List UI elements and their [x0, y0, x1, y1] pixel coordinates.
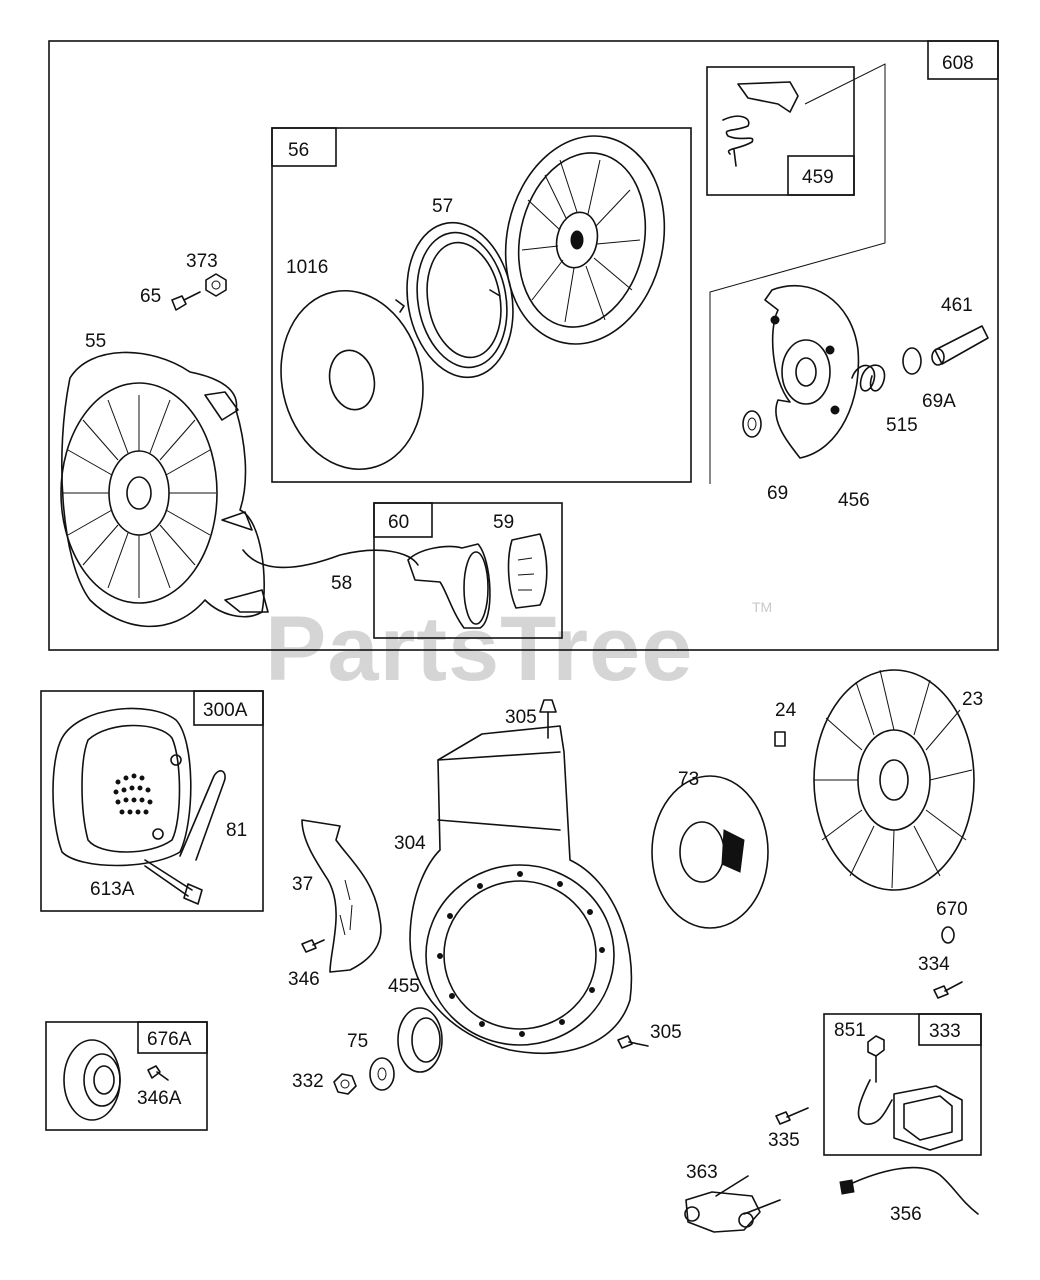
callout-346[interactable]: 346	[288, 969, 320, 990]
group-label-60[interactable]: 60	[388, 512, 409, 533]
part-335-screw	[775, 1107, 809, 1125]
part-346-screw	[301, 939, 325, 953]
callout-24[interactable]: 24	[775, 700, 797, 721]
part-363-switch-bracket	[684, 1175, 781, 1233]
part-613A-bolt	[144, 859, 203, 905]
part-60-starter-handle	[407, 543, 491, 629]
callout-57[interactable]: 57	[432, 196, 453, 217]
part-456-ratchet	[764, 284, 860, 459]
callout-613A[interactable]: 613A	[90, 879, 135, 900]
part-24-key	[774, 731, 786, 747]
part-58-starter-rope	[242, 549, 419, 569]
part-670-washer	[941, 926, 955, 944]
part-356-ground-wire	[839, 1166, 979, 1215]
callout-labels: 373 65 55 1016 57 461 69A 515 69 456 58 …	[85, 196, 983, 1225]
callout-69[interactable]: 69	[767, 483, 788, 504]
part-459-pawl-spring	[722, 81, 799, 167]
callout-670[interactable]: 670	[936, 899, 968, 920]
part-305-screw-lower	[617, 1035, 649, 1049]
callout-334[interactable]: 334	[918, 954, 950, 975]
group-box-56: 56	[271, 127, 692, 483]
callout-515[interactable]: 515	[886, 415, 918, 436]
part-pulley	[504, 135, 666, 345]
part-23-flywheel	[813, 669, 975, 891]
callout-1016[interactable]: 1016	[286, 257, 328, 278]
callout-455[interactable]: 455	[388, 976, 420, 997]
explode-lines	[709, 63, 886, 484]
callout-332[interactable]: 332	[292, 1071, 324, 1092]
part-37-air-guide	[301, 819, 382, 973]
callout-23[interactable]: 23	[962, 689, 983, 710]
group-label-300A[interactable]: 300A	[203, 700, 248, 721]
callout-55[interactable]: 55	[85, 331, 106, 352]
group-box-676A: 676A	[45, 1021, 208, 1131]
part-1016-washer-plate	[280, 289, 424, 471]
callout-58[interactable]: 58	[331, 573, 352, 594]
part-332-nut	[333, 1073, 357, 1095]
callout-75[interactable]: 75	[347, 1031, 368, 1052]
watermark: PartsTree	[265, 598, 693, 700]
callout-373[interactable]: 373	[186, 251, 218, 272]
group-label-608[interactable]: 608	[942, 53, 974, 74]
part-59-handle-insert	[507, 533, 548, 609]
callout-335[interactable]: 335	[768, 1130, 800, 1151]
callout-73[interactable]: 73	[678, 769, 699, 790]
part-346A-screw	[147, 1065, 169, 1081]
part-333-armature	[857, 1079, 963, 1151]
callout-305-top[interactable]: 305	[505, 707, 537, 728]
part-515-spring	[851, 364, 886, 392]
part-55-blower-housing	[60, 351, 269, 628]
part-304-blower-housing	[409, 699, 633, 1055]
callout-356[interactable]: 356	[890, 1204, 922, 1225]
part-300A-muffler	[52, 707, 192, 867]
group-box-300A: 300A	[40, 690, 264, 912]
callout-851[interactable]: 851	[834, 1020, 866, 1041]
callout-305-bottom[interactable]: 305	[650, 1022, 682, 1043]
part-373-nut	[205, 273, 227, 297]
part-57-rewind-spring	[395, 221, 514, 379]
callout-59[interactable]: 59	[493, 512, 514, 533]
part-461-retainer	[931, 325, 989, 366]
callout-456[interactable]: 456	[838, 490, 870, 511]
part-75-washer	[369, 1057, 395, 1091]
group-box-459: 459	[706, 66, 855, 196]
part-334-screw	[933, 981, 963, 999]
part-851-nut	[867, 1035, 885, 1083]
group-box-608: 608	[48, 40, 999, 651]
callout-65[interactable]: 65	[140, 286, 161, 307]
group-box-60: 60	[373, 502, 563, 639]
part-73-screen	[651, 775, 769, 929]
callout-363[interactable]: 363	[686, 1162, 718, 1183]
callout-81[interactable]: 81	[226, 820, 247, 841]
callout-37[interactable]: 37	[292, 874, 313, 895]
part-69-washer	[742, 410, 762, 438]
group-label-676A[interactable]: 676A	[147, 1029, 192, 1050]
callout-304[interactable]: 304	[394, 833, 426, 854]
part-69A-washer	[902, 347, 922, 375]
callout-346A[interactable]: 346A	[137, 1088, 182, 1109]
watermark-trademark: TM	[752, 599, 772, 615]
group-label-56[interactable]: 56	[288, 140, 309, 161]
group-box-333: 333	[823, 1013, 982, 1156]
callout-461[interactable]: 461	[941, 295, 973, 316]
group-label-333[interactable]: 333	[929, 1021, 961, 1042]
callout-69A[interactable]: 69A	[922, 391, 956, 412]
group-label-459[interactable]: 459	[802, 167, 834, 188]
part-81-lock	[179, 770, 226, 861]
part-455-cup	[397, 1007, 443, 1073]
part-65-screw	[171, 291, 201, 311]
part-676A-cup	[63, 1039, 121, 1121]
